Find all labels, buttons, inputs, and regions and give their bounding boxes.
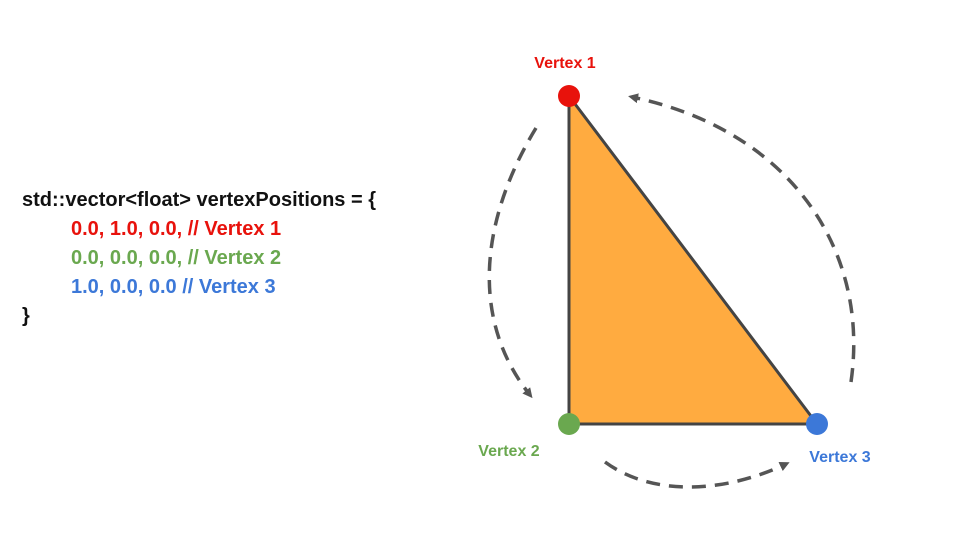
arrow-vertex1-to-vertex2 (487, 127, 538, 399)
vertex-2-label: Vertex 2 (478, 443, 539, 460)
vertex-3-dot (806, 413, 828, 435)
vertex-3-label: Vertex 3 (809, 449, 870, 466)
vertex-1-label: Vertex 1 (534, 55, 595, 72)
code-header: std::vector<float> vertexPositions = { (22, 189, 377, 211)
code-line-vertex-2: 0.0, 0.0, 0.0, // Vertex 2 (71, 247, 282, 269)
vertex-2-dot (558, 413, 580, 435)
code-footer: } (22, 305, 30, 327)
triangle (567, 94, 819, 426)
arrow-vertex2-to-vertex3 (603, 460, 790, 489)
code-line-vertex-1: 0.0, 1.0, 0.0, // Vertex 1 (71, 218, 282, 240)
code-block: std::vector<float> vertexPositions = { 0… (22, 186, 376, 331)
code-line-vertex-3: 1.0, 0.0, 0.0 // Vertex 3 (71, 276, 276, 298)
arrow-vertex3-to-vertex1 (628, 93, 856, 383)
vertex-1-dot (558, 85, 580, 107)
